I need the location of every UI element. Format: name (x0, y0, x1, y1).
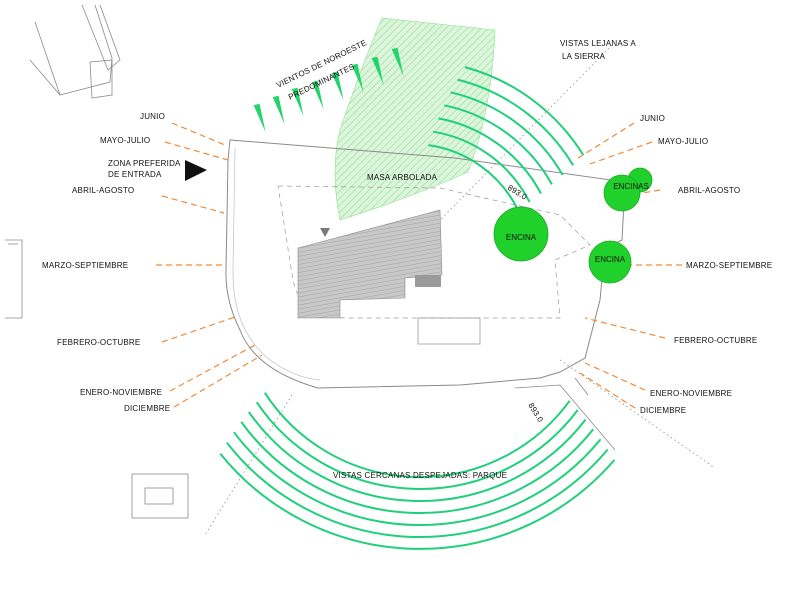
site-boundary (225, 139, 626, 389)
sun-right-enero-noviembre: ENERO-NOVIEMBRE (650, 389, 732, 398)
north-marker (320, 228, 330, 237)
view-arc-near-4 (240, 421, 594, 515)
sun-left-enero-noviembre: ENERO-NOVIEMBRE (80, 388, 162, 397)
neighbor-building-bottom (131, 473, 189, 519)
view-arc-near-2 (255, 401, 579, 490)
wind-arrow-icon-6 (351, 63, 364, 93)
view-arc-far-5 (450, 91, 564, 176)
inner-curb (232, 147, 321, 381)
sun-left-febrero-octubre: FEBRERO-OCTUBRE (57, 338, 140, 347)
encinas-trees: ENCINAS (603, 167, 653, 212)
view-arc-near-7 (219, 453, 616, 550)
guide-line-sw (204, 394, 293, 536)
view-arc-far-7 (464, 66, 585, 156)
vistas-lejanas-label-2: LA SIERRA (562, 52, 606, 61)
elevation-line-bottom-2 (574, 377, 589, 396)
zona-entrada-label-1: ZONA PREFERIDA (108, 159, 181, 168)
guide-line-se (559, 359, 716, 469)
view-arcs-near (219, 392, 616, 550)
outbuilding (417, 317, 481, 345)
wind-arrow-icon-3 (291, 87, 304, 117)
woodland-mass (334, 17, 496, 221)
proposed-perimeter (277, 185, 591, 319)
sun-left-diciembre: DICIEMBRE (124, 404, 170, 413)
zona-entrada-label-2: DE ENTRADA (108, 170, 162, 179)
sun-left-abril-agosto: ABRIL-AGOSTO (72, 186, 134, 195)
building-cluster (297, 209, 443, 319)
neighbor-building-left (5, 239, 23, 319)
neighbor-buildings-top-left (29, 4, 121, 99)
view-arc-near-6 (226, 442, 609, 538)
view-arc-far-3 (438, 117, 542, 194)
sun-lines-right (574, 122, 682, 409)
wind-arrow-icon-1 (253, 103, 266, 133)
wind-arrow-icon-8 (391, 47, 404, 77)
elevation-top-label: 893.0 (506, 183, 529, 202)
view-arc-far-1 (428, 144, 519, 211)
elevation-bottom-label: 893.0 (526, 401, 545, 424)
entry-arrow-icon (185, 160, 207, 181)
encinas-label: ENCINAS (613, 182, 649, 191)
view-arc-near-1 (263, 392, 571, 478)
wind-arrows (253, 47, 404, 133)
sun-left-mayo-julio: MAYO-JULIO (100, 136, 150, 145)
sun-right-mayo-julio: MAYO-JULIO (658, 137, 708, 146)
sun-right-junio: JUNIO (640, 114, 665, 123)
sun-right-marzo-septiembre: MARZO-SEPTIEMBRE (686, 261, 772, 270)
encina-tree-center: ENCINA (493, 206, 549, 262)
encina-tree-right: ENCINA (588, 240, 632, 284)
view-arc-near-3 (247, 411, 587, 503)
view-arc-far-4 (443, 104, 553, 185)
wind-arrow-icon-2 (272, 95, 285, 125)
sun-right-diciembre: DICIEMBRE (640, 406, 686, 415)
encina-right-label: ENCINA (595, 255, 626, 264)
guide-line-ne (454, 44, 613, 206)
view-arcs-far (428, 66, 585, 211)
wind-arrow-icon-5 (331, 71, 344, 101)
sun-right-abril-agosto: ABRIL-AGOSTO (678, 186, 740, 195)
wind-arrow-icon-7 (371, 56, 384, 86)
sun-left-junio: JUNIO (140, 112, 165, 121)
view-arc-far-2 (432, 130, 531, 203)
vistas-cercanas-label: VISTAS CERCANAS DESPEJADAS: PARQUE (333, 471, 507, 480)
sun-left-marzo-septiembre: MARZO-SEPTIEMBRE (42, 261, 128, 270)
vistas-lejanas-label-1: VISTAS LEJANAS A (560, 39, 636, 48)
wind-arrow-icon-4 (311, 80, 324, 110)
encina-center-label: ENCINA (506, 233, 537, 242)
masa-arbolada-label: MASA ARBOLADA (367, 173, 438, 182)
view-arc-far-6 (457, 78, 574, 166)
elevation-line-bottom (514, 384, 616, 451)
view-arc-near-5 (233, 431, 602, 527)
sun-lines-left (156, 122, 263, 408)
sun-right-febrero-octubre: FEBRERO-OCTUBRE (674, 336, 757, 345)
